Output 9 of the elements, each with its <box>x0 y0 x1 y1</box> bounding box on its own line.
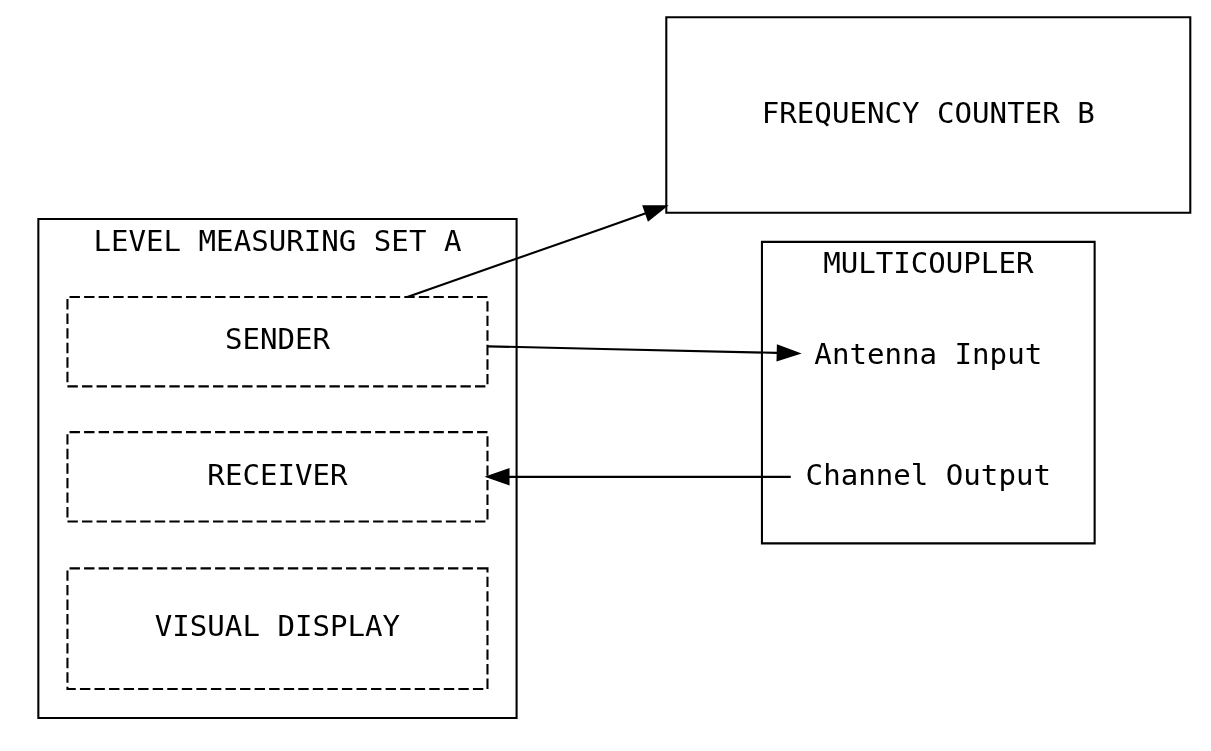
node-box: VISUAL DISPLAY <box>65 566 489 690</box>
node-text: Antenna Input <box>813 336 1042 371</box>
arrow <box>487 343 802 362</box>
arrow <box>484 467 791 486</box>
node-text: Channel Output <box>805 457 1051 492</box>
node-box: FREQUENCY COUNTER B <box>664 15 1191 214</box>
node-box: SENDER <box>65 295 489 387</box>
node-box: RECEIVER <box>65 430 489 523</box>
arrow <box>406 204 669 298</box>
